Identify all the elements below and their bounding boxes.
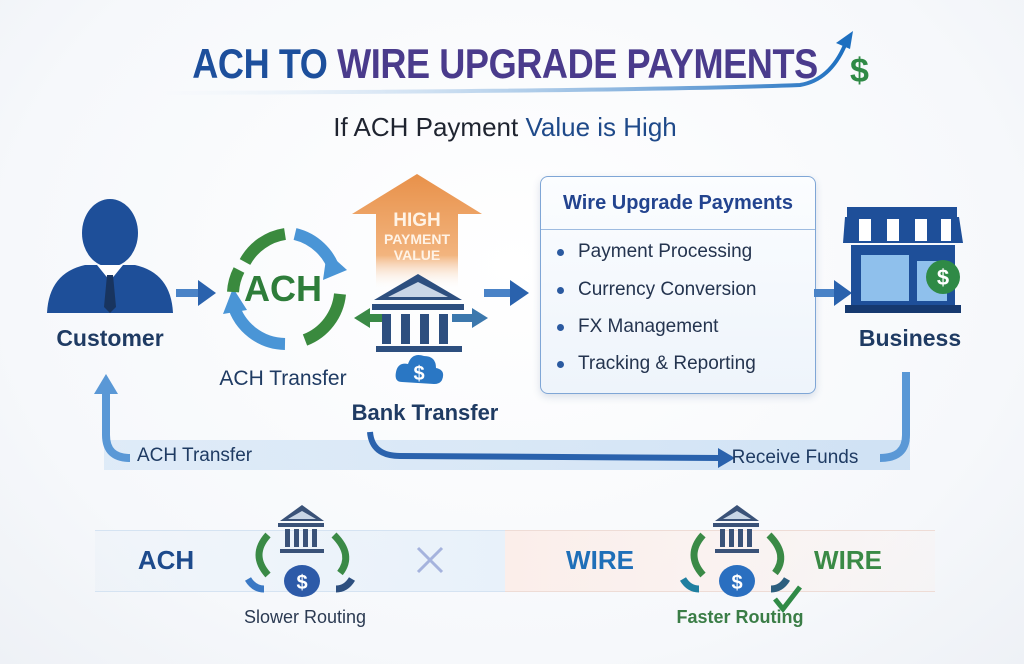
x-cross-icon xyxy=(416,546,444,574)
title-part-wire: WIRE UPGRADE PAYMENTS xyxy=(337,40,818,87)
svg-text:$: $ xyxy=(296,572,307,594)
arrow-right-icon xyxy=(176,280,216,306)
high-value-up-arrow-icon xyxy=(352,174,482,290)
svg-text:$: $ xyxy=(937,265,949,290)
arrow-up-icon xyxy=(94,374,118,394)
arrow-right-icon xyxy=(814,280,852,306)
wire-feature-item: Payment Processing xyxy=(557,241,752,263)
title-part-ach-to: ACH TO xyxy=(192,40,328,87)
cloud-dollar-icon xyxy=(395,355,444,384)
ach-cycle-text: ACH xyxy=(244,268,322,309)
wire-panel-title: Wire Upgrade Payments xyxy=(541,177,815,230)
svg-text:$: $ xyxy=(413,363,424,385)
wire-bank-routing-icon: $ xyxy=(679,505,802,614)
svg-text:$: $ xyxy=(731,572,742,594)
bank-icon: $ xyxy=(354,274,488,385)
business-store-icon: $ xyxy=(843,207,963,313)
wire-result-label: WIRE xyxy=(814,545,882,575)
ach-transfer-label: ACH Transfer xyxy=(219,367,347,390)
ach-comparison-label: ACH xyxy=(137,545,195,575)
wire-feature-label: Payment Processing xyxy=(578,241,753,262)
high-value-line3: VALUE xyxy=(393,247,441,263)
bullet-icon xyxy=(557,360,564,368)
high-value-line1: HIGH xyxy=(393,210,441,231)
bullet-icon xyxy=(557,323,564,331)
bullet-icon xyxy=(557,286,564,294)
flow-loop-arrows xyxy=(94,372,910,470)
subtitle-part2: Value is High xyxy=(525,112,677,142)
customer-label: Customer xyxy=(56,325,164,351)
wire-feature-label: Tracking & Reporting xyxy=(578,353,756,374)
arrow-right-icon xyxy=(718,448,735,468)
slower-routing-caption: Slower Routing xyxy=(243,607,367,627)
subtitle: If ACH Payment Value is High xyxy=(333,112,676,143)
wire-feature-label: FX Management xyxy=(578,316,719,337)
ach-cycle-icon xyxy=(223,228,347,350)
ach-bank-routing-icon: $ xyxy=(244,505,356,597)
page-title: ACH TO WIRE UPGRADE PAYMENTS xyxy=(192,40,818,88)
business-label: Business xyxy=(858,325,962,351)
wire-feature-item: FX Management xyxy=(557,316,718,338)
right-arrow-icon xyxy=(452,308,488,328)
checkmark-icon xyxy=(773,585,802,614)
wire-feature-item: Tracking & Reporting xyxy=(557,353,756,375)
wire-upgrade-panel: Wire Upgrade Payments Payment Processing… xyxy=(540,176,816,394)
faster-routing-caption: Faster Routing xyxy=(676,607,804,627)
loop-ach-transfer-label: ACH Transfer xyxy=(137,445,253,466)
customer-person-icon xyxy=(47,199,173,313)
high-value-line2: PAYMENT xyxy=(383,231,451,247)
loop-receive-funds-label: Receive Funds xyxy=(731,447,859,468)
subtitle-part1: If ACH Payment xyxy=(333,112,519,142)
dollar-icon: $ xyxy=(850,52,869,90)
bank-transfer-label: Bank Transfer xyxy=(351,400,499,425)
wire-feature-label: Currency Conversion xyxy=(578,279,757,300)
title-swoosh-arrow-icon xyxy=(159,31,853,95)
arrow-right-icon xyxy=(484,280,529,306)
left-arrow-icon xyxy=(354,308,382,328)
bullet-icon xyxy=(557,248,564,256)
wire-feature-item: Currency Conversion xyxy=(557,279,756,301)
wire-comparison-label: WIRE xyxy=(566,545,634,575)
